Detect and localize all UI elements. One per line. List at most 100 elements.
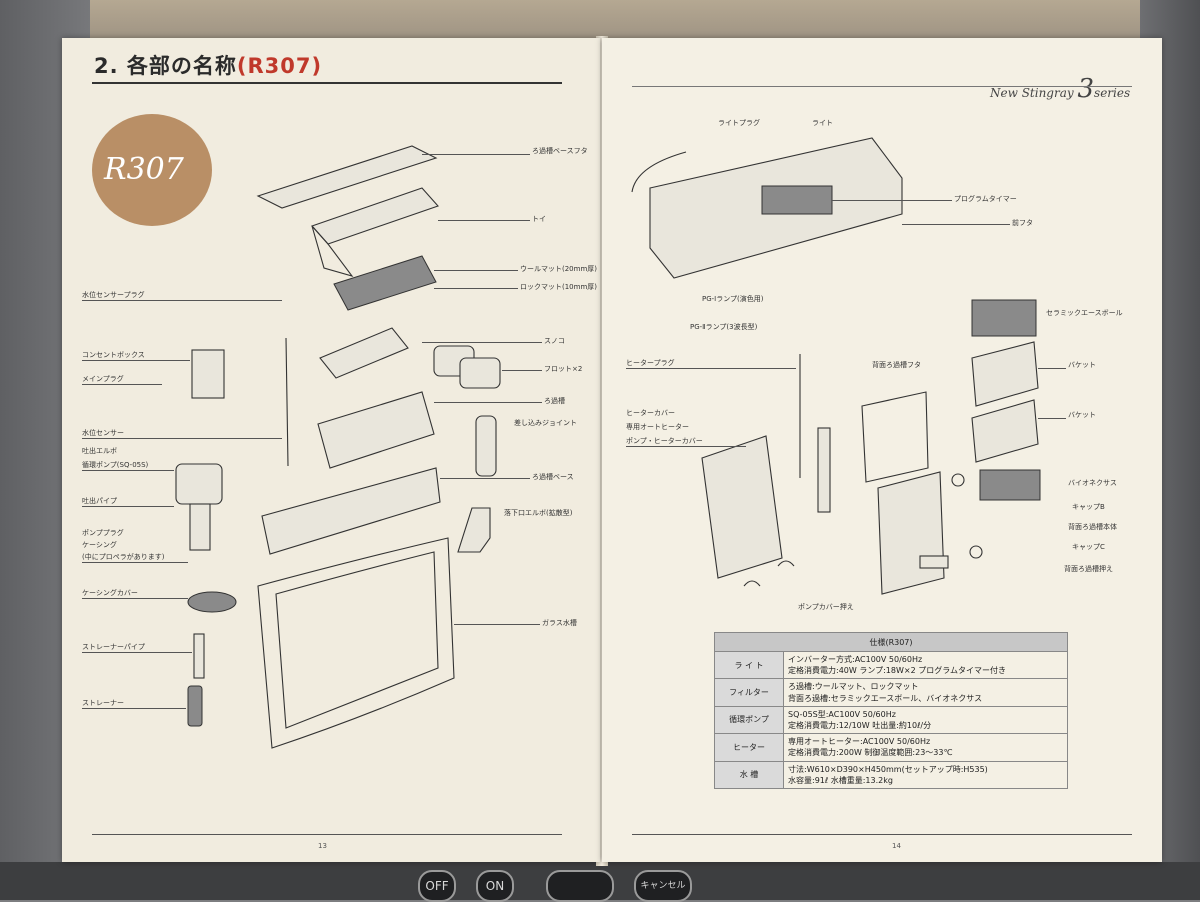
unlabeled-button[interactable] <box>546 870 614 902</box>
leader-line <box>82 506 174 507</box>
label-filter-base: ろ過槽ベース <box>532 473 574 481</box>
leader-line <box>434 402 542 403</box>
label-joint: 差し込みジョイント <box>514 419 577 427</box>
label-rock-mat: ロックマット(10mm厚) <box>520 283 598 291</box>
strainer-pipe-drawing <box>193 633 205 679</box>
label-rear-clip: 背面ろ過槽押え <box>1064 565 1113 573</box>
label-heater-cover: ヒーターカバー <box>626 409 675 417</box>
spec-key: ラ イ ト <box>714 650 784 680</box>
label-pump-cover-clip: ポンプカバー押え <box>798 603 854 611</box>
page-number: 13 <box>318 842 327 850</box>
label-filter-tank: ろ過槽 <box>544 397 565 405</box>
program-timer-drawing <box>761 185 833 215</box>
spec-value: ろ過槽:ウールマット、ロックマット背面ろ過槽:セラミックエースボール、バイオネク… <box>783 678 1068 707</box>
label-light-plug: ライトプラグ <box>718 119 760 127</box>
series-number: 3 <box>1077 74 1095 104</box>
filter-base-lid-drawing <box>256 145 438 209</box>
label-strainer: ストレーナー <box>82 699 124 707</box>
label-bucket-1: バケット <box>1068 361 1096 369</box>
cancel-button[interactable]: キャンセル <box>634 870 692 902</box>
label-cap-b: キャップB <box>1072 503 1105 511</box>
rear-clip-drawing <box>919 555 949 569</box>
label-casing-cover: ケーシングカバー <box>82 589 138 597</box>
label-light: ライト <box>812 119 833 127</box>
rear-lid-drawing <box>861 391 929 483</box>
water-level-sensor-drawing <box>285 337 289 467</box>
on-button[interactable]: ON <box>476 870 514 902</box>
drop-elbow-drawing <box>457 507 491 553</box>
label-glass-tank: ガラス水槽 <box>542 619 577 627</box>
label-auto-heater: 専用オートヒーター <box>626 423 689 431</box>
model-badge-text: R307 <box>104 152 184 187</box>
leader-line <box>82 300 282 301</box>
outlet-box-drawing <box>191 349 225 399</box>
label-pump-plug: ポンププラグ <box>82 529 124 537</box>
rock-mat-drawing <box>319 327 409 379</box>
trough-drawing <box>311 187 439 245</box>
label-sunoko: スノコ <box>544 337 565 345</box>
leader-line <box>626 446 746 447</box>
footer-rule <box>632 834 1132 835</box>
leader-line <box>82 438 282 439</box>
label-sensor-plug: 水位センサープラグ <box>82 291 145 299</box>
bucket-drawing-2 <box>971 399 1039 463</box>
right-page: New Stingray 3series ライトプラグ ライト プログラムタイマ <box>602 38 1162 862</box>
off-button[interactable]: OFF <box>418 870 456 902</box>
leader-line <box>82 598 188 599</box>
label-wool-mat: ウールマット(20mm厚) <box>520 265 598 273</box>
leader-line <box>422 154 530 155</box>
leader-line <box>82 652 192 653</box>
label-drop-elbow: 落下口エルボ(拡散型) <box>504 509 573 517</box>
label-bio-nexus: バイオネクサス <box>1068 479 1117 487</box>
label-filter-base-lid: ろ過槽ベースフタ <box>532 147 588 155</box>
joint-drawing <box>475 415 497 477</box>
spec-line: インバーター方式:AC100V 50/60Hz <box>788 655 923 664</box>
label-program-timer: プログラムタイマー <box>954 195 1017 203</box>
leader-line <box>1038 418 1066 419</box>
exploded-parts-diagram <box>175 145 501 749</box>
label-rear-body: 背面ろ過槽本体 <box>1068 523 1117 531</box>
label-outlet-box: コンセントボックス <box>82 351 145 359</box>
float-drawing-2 <box>459 357 501 389</box>
page-title: 2. 各部の名称(R307) <box>94 50 322 80</box>
spec-key: 水 槽 <box>714 760 784 789</box>
label-pump: 循環ポンプ(SQ-05S) <box>82 461 149 469</box>
spec-key: フィルター <box>714 678 784 707</box>
series-suffix: series <box>1094 86 1131 100</box>
spec-line: 定格消費電力:12/10W 吐出量:約10ℓ/分 <box>788 720 932 730</box>
series-logo: New Stingray 3series <box>990 74 1130 104</box>
ceramic-ball-drawing <box>971 299 1037 337</box>
leader-line <box>440 478 530 479</box>
strainer-drawing <box>187 685 203 727</box>
heater-drawing <box>817 427 831 513</box>
cap-c-drawing <box>969 545 983 559</box>
label-outlet-pipe: 吐出パイプ <box>82 497 117 505</box>
bucket-drawing-1 <box>971 341 1039 407</box>
spec-value: 寸法:W610×D390×H450mm(セットアップ時:H535)水容量:91ℓ… <box>783 760 1068 789</box>
leader-line <box>82 708 186 709</box>
label-rear-lid: 背面ろ過槽フタ <box>872 361 921 369</box>
leader-line <box>438 220 530 221</box>
bio-nexus-drawing <box>979 469 1041 501</box>
light-plug-cord <box>631 151 687 193</box>
pump-drawing <box>175 463 223 505</box>
leader-line <box>832 200 952 201</box>
pump-cover-clip-drawing <box>743 580 761 587</box>
label-trough: トイ <box>532 215 546 223</box>
page-number: 14 <box>892 842 901 850</box>
model-badge <box>92 114 212 226</box>
spec-line: ろ過槽:ウールマット、ロックマット <box>788 682 919 692</box>
label-front-lid: 前フタ <box>1012 219 1033 227</box>
spec-key: ヒーター <box>714 733 784 762</box>
leader-line <box>434 288 518 289</box>
spec-line: 水容量:91ℓ 水槽重量:13.2kg <box>788 775 893 785</box>
wool-mat-drawing <box>333 255 437 311</box>
spec-line: 定格消費電力:200W 制御温度範囲:23〜33℃ <box>788 748 953 758</box>
label-pump-heater-cover: ポンプ・ヒーターカバー <box>626 437 703 445</box>
label-strainer-pipe: ストレーナーパイプ <box>82 643 145 651</box>
spec-line: SQ-05S型:AC100V 50/60Hz <box>788 709 896 719</box>
label-pg1-lamp: PG-Ⅰランプ(演色用) <box>702 295 764 303</box>
